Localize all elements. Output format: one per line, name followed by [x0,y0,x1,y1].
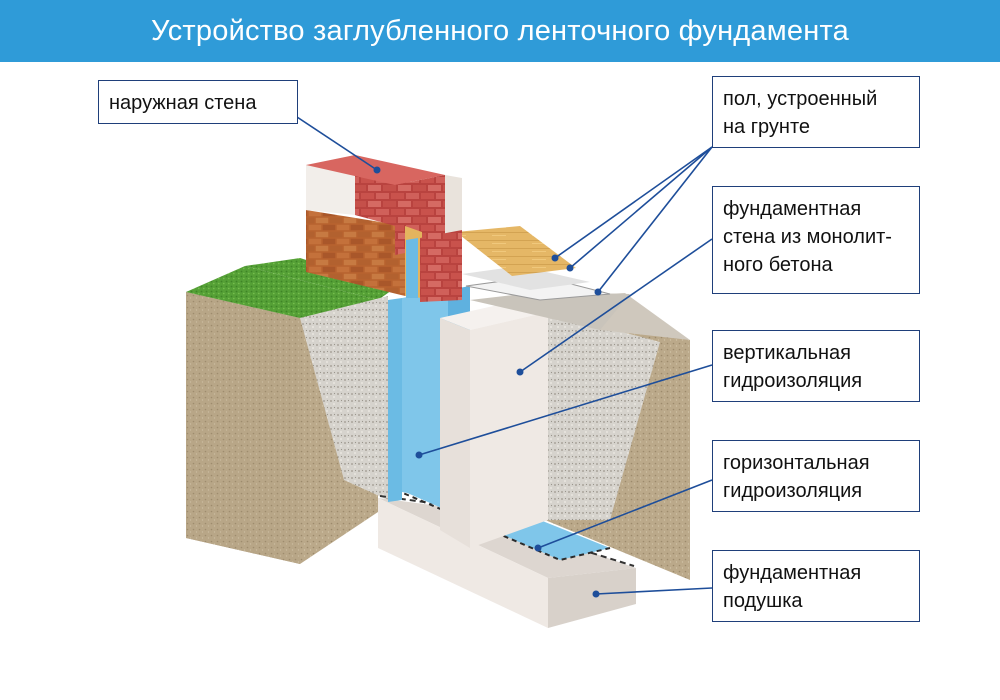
label-line: наружная стена [109,92,257,114]
label-line: на грунте [723,116,811,138]
dot-floor-3 [594,288,602,296]
dot-outer-wall [373,166,381,174]
dot-floor-2 [566,264,574,272]
leader-horizontal-waterproofing [537,479,713,549]
leader-lines [296,116,713,595]
label-line: гидроизоляция [723,480,863,502]
label-outer-wall: наружная стена [98,80,298,124]
label-line: стена из монолит- [723,226,892,248]
leader-foundation-pad [595,587,713,595]
dot-floor-1 [551,254,559,262]
leader-dots [373,166,602,598]
leader-foundation-wall [519,238,713,373]
outer-wall-shape [306,155,462,302]
diagram-title: Устройство заглубленного ленточного фунд… [151,14,849,47]
label-line: ного бетона [723,254,833,276]
label-line: пол, устроенный [723,88,878,110]
label-line: горизонтальная [723,452,870,474]
leader-outer-wall [296,116,378,171]
leader-vertical-waterproofing [418,364,713,456]
label-line: подушка [723,590,803,612]
foundation-wall-shape [440,300,548,548]
label-foundation-wall: фундаментная стена из монолит- ного бето… [712,186,920,294]
leader-floor-3 [597,146,713,293]
soil-right [540,293,690,580]
label-vertical-waterproofing: вертикальная гидроизоляция [712,330,920,402]
dot-foundation-pad [592,590,600,598]
floor-layers [456,226,630,330]
dot-foundation-wall [516,368,524,376]
leader-floor-1 [554,146,713,259]
label-floor-on-ground: пол, устроенный на грунте [712,76,920,148]
label-horizontal-waterproofing: горизонтальная гидроизоляция [712,440,920,512]
dot-horizontal-waterproofing [534,544,542,552]
title-bar: Устройство заглубленного ленточного фунд… [0,0,1000,62]
label-line: фундаментная [723,562,862,584]
leader-floor-2 [569,146,713,269]
label-line: вертикальная [723,342,851,364]
dot-vertical-waterproofing [415,451,423,459]
gravel-backfill-left [300,296,388,500]
label-foundation-pad: фундаментная подушка [712,550,920,622]
label-line: гидроизоляция [723,370,863,392]
label-line: фундаментная [723,198,862,220]
